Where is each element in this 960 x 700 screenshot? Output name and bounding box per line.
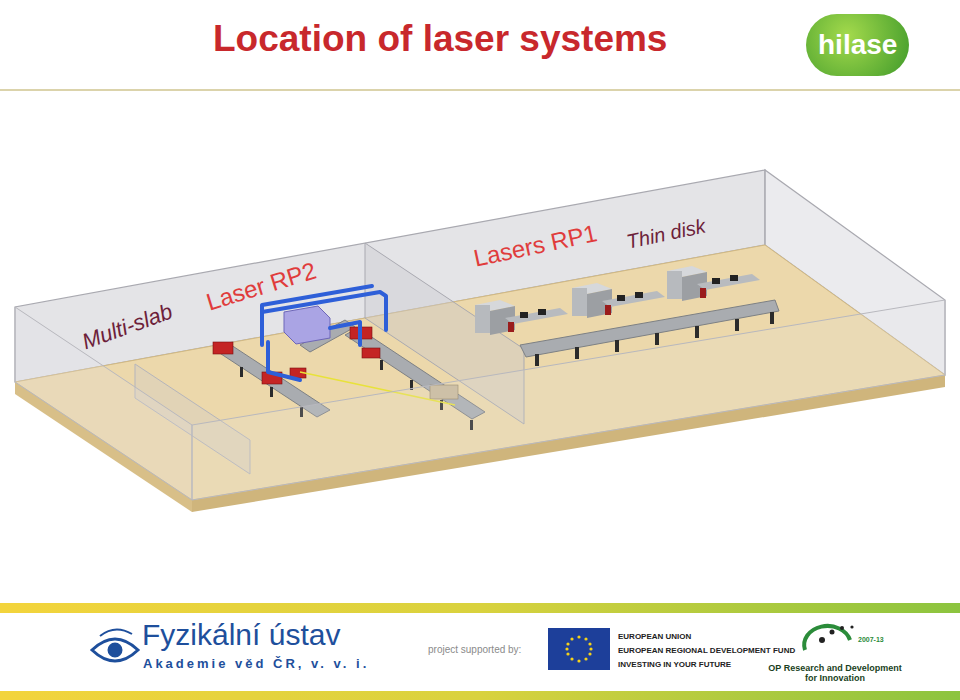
thin-disk-lasers (695, 326, 699, 338)
eu-text: EUROPEAN UNION (618, 632, 691, 641)
thin-disk-lasers (735, 319, 739, 331)
eu-text: INVESTING IN YOUR FUTURE (618, 660, 731, 669)
institute-logo (109, 644, 121, 656)
multi-slab-laser (262, 286, 386, 380)
front-walls (192, 300, 945, 500)
thin-disk-lasers (505, 308, 568, 324)
thin-disk-lasers (667, 266, 760, 301)
eu-flag (565, 635, 592, 662)
eu-flag (566, 652, 569, 655)
thin-disk-lasers (615, 340, 619, 352)
thin-disk-lasers (667, 271, 682, 299)
thin-disk-lasers (770, 312, 774, 324)
thin-disk-lasers (617, 295, 625, 301)
thin-disk-lasers (508, 322, 514, 332)
op-logo (819, 637, 825, 643)
institute-logo (92, 639, 138, 661)
eu-flag (584, 637, 587, 640)
op-logo (830, 630, 835, 635)
thin-disk-lasers (572, 283, 665, 318)
institute-name: Fyzikální ústav (142, 618, 340, 653)
eu-flag (570, 657, 573, 660)
thin-disk-lasers (535, 354, 539, 366)
thin-disk-lasers (605, 305, 611, 315)
multi-slab-laser (380, 360, 383, 370)
thin-disk-lasers (572, 288, 587, 316)
institute-logo (92, 629, 138, 661)
eu-flag (566, 642, 569, 645)
eu-flag (588, 642, 591, 645)
thin-disk-lasers (655, 333, 659, 345)
institute-subname: Akademie věd ČR, v. v. i. (143, 657, 369, 672)
support-note: project supported by: (428, 644, 521, 656)
programme-years: 2007-13 (858, 636, 884, 644)
header-rule (0, 89, 960, 91)
op-logo (850, 625, 853, 628)
eu-flag (570, 637, 573, 640)
thin-disk-lasers (538, 309, 546, 315)
thin-disk-lasers (602, 291, 665, 307)
logo-badge: hilase (806, 14, 909, 76)
multi-slab-laser (270, 387, 273, 397)
multi-slab-laser (284, 306, 330, 344)
thin-disk-lasers (700, 288, 706, 298)
multi-slab-laser (268, 342, 300, 380)
eu-flag (548, 628, 610, 670)
eu-flag (577, 635, 580, 638)
eu-flag (584, 657, 587, 660)
multi-slab-laser (330, 322, 360, 345)
logo-text: hilase (818, 30, 897, 61)
thin-disk-lasers (475, 305, 490, 333)
eu-text: EUROPEAN REGIONAL DEVELOPMENT FUND (618, 646, 795, 655)
thin-disk-lasers (697, 274, 760, 290)
thin-disk-lasers (712, 278, 720, 284)
op-logo (804, 626, 850, 650)
eu-flag (589, 647, 592, 650)
multi-slab-laser (240, 367, 243, 377)
multi-slab-laser (362, 348, 380, 358)
thin-disk-lasers (520, 312, 528, 318)
footer-band (0, 603, 960, 613)
op-logo (804, 625, 853, 650)
slide-title: Location of laser systems (213, 18, 667, 61)
eu-flag (565, 647, 568, 650)
footer-band (0, 691, 960, 700)
op-logo (840, 626, 844, 630)
multi-slab-laser (213, 342, 233, 354)
thin-disk-lasers (730, 275, 738, 281)
programme-name: OP Research and Development for Innovati… (768, 663, 902, 684)
eu-flag (588, 652, 591, 655)
thin-disk-lasers (475, 300, 568, 335)
eu-flag (548, 628, 610, 670)
thin-disk-lasers (635, 292, 643, 298)
floor-slab (15, 245, 945, 512)
institute-logo (100, 629, 132, 636)
eu-flag (577, 659, 580, 662)
thin-disk-lasers (575, 347, 579, 359)
